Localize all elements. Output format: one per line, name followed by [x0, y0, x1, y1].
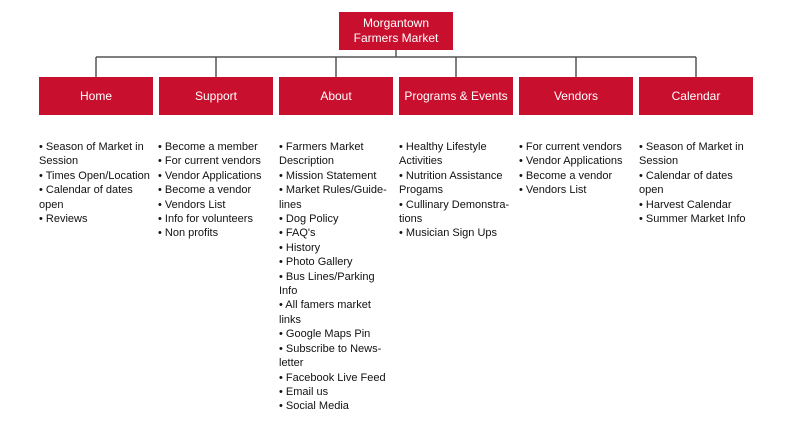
category-label-about: About: [320, 89, 352, 103]
list-item: • Dog Policy: [279, 213, 339, 226]
item-list-support: • Become a member • For current vendors …: [158, 140, 274, 241]
list-item: • Calendar of dates open: [639, 169, 733, 197]
item-list-vendors: • For current vendors • Vendor Applicati…: [519, 140, 635, 198]
list-item: • For current vendors: [519, 141, 622, 153]
category-box-support: Support: [159, 77, 273, 115]
list-item: • Market Rules/Guide-lines: [279, 184, 387, 211]
list-item: • Reviews: [39, 213, 88, 226]
category-box-programs-events: Programs & Events: [399, 77, 513, 115]
list-item: • Healthy Lifestyle Activities: [399, 141, 487, 168]
category-label-calendar: Calendar: [671, 89, 721, 103]
root-title-line-1: Morgantown: [362, 16, 430, 30]
list-item: • Vendor Applications: [158, 169, 262, 182]
category-box-about: About: [279, 77, 393, 115]
category-label-home: Home: [79, 89, 112, 103]
list-item: • Farmers Market Description: [279, 141, 364, 168]
list-item: • Mission Statement: [279, 169, 377, 182]
list-item: • Info for volunteers: [158, 213, 253, 226]
list-item: • Vendors List: [519, 184, 587, 197]
item-list-calendar: • Season of Market in Session • Calendar…: [639, 140, 755, 226]
list-item: • For current vendors: [158, 155, 261, 168]
list-item: • Summer Market Info: [639, 213, 746, 226]
list-item: • Calendar of dates open: [39, 184, 133, 211]
category-label-programs-events: Programs & Events: [404, 89, 508, 103]
list-item: • Subscribe to News-letter: [279, 342, 382, 370]
list-item: • Musician Sign Ups: [399, 227, 498, 240]
list-item: • History: [279, 241, 321, 254]
list-item: • Email us: [279, 385, 329, 398]
list-item: • Become a member: [158, 141, 258, 153]
list-item: • Season of Market in Session: [639, 141, 744, 168]
list-item: • Cullinary Demonstra-tions: [399, 198, 510, 226]
category-box-vendors: Vendors: [519, 77, 633, 115]
list-item: • Non profits: [158, 227, 219, 240]
item-list-about: • Farmers Market Description • Mission S…: [279, 140, 391, 414]
list-item: • Facebook Live Feed: [279, 371, 386, 384]
list-item: • Social Media: [279, 400, 349, 413]
category-box-calendar: Calendar: [639, 77, 753, 115]
root-title-line-2: Farmers Market: [353, 31, 439, 45]
root-node-box: Morgantown Farmers Market: [339, 12, 453, 50]
item-list-home: • Season of Market in Session • Times Op…: [39, 140, 155, 226]
list-item: • Harvest Calendar: [639, 198, 732, 211]
list-item: • Season of Market in Session: [39, 141, 144, 168]
list-item: • Nutrition Assistance Progams: [399, 169, 503, 197]
list-item: • Become a vendor: [158, 184, 252, 197]
list-item: • Times Open/Location: [39, 169, 150, 182]
list-item: • Bus Lines/Parking Info: [279, 270, 375, 298]
category-box-home: Home: [39, 77, 153, 115]
list-item: • Google Maps Pin: [279, 328, 371, 341]
category-label-vendors: Vendors: [553, 89, 599, 103]
list-item: • All famers market links: [279, 299, 371, 326]
list-item: • Photo Gallery: [279, 256, 353, 269]
list-item: • Vendors List: [158, 198, 226, 211]
list-item: • Become a vendor: [519, 169, 613, 182]
category-label-support: Support: [194, 89, 238, 103]
item-list-programs-events: • Healthy Lifestyle Activities • Nutriti…: [399, 140, 517, 241]
list-item: • Vendor Applications: [519, 155, 623, 168]
list-item: • FAQ's: [279, 227, 316, 240]
